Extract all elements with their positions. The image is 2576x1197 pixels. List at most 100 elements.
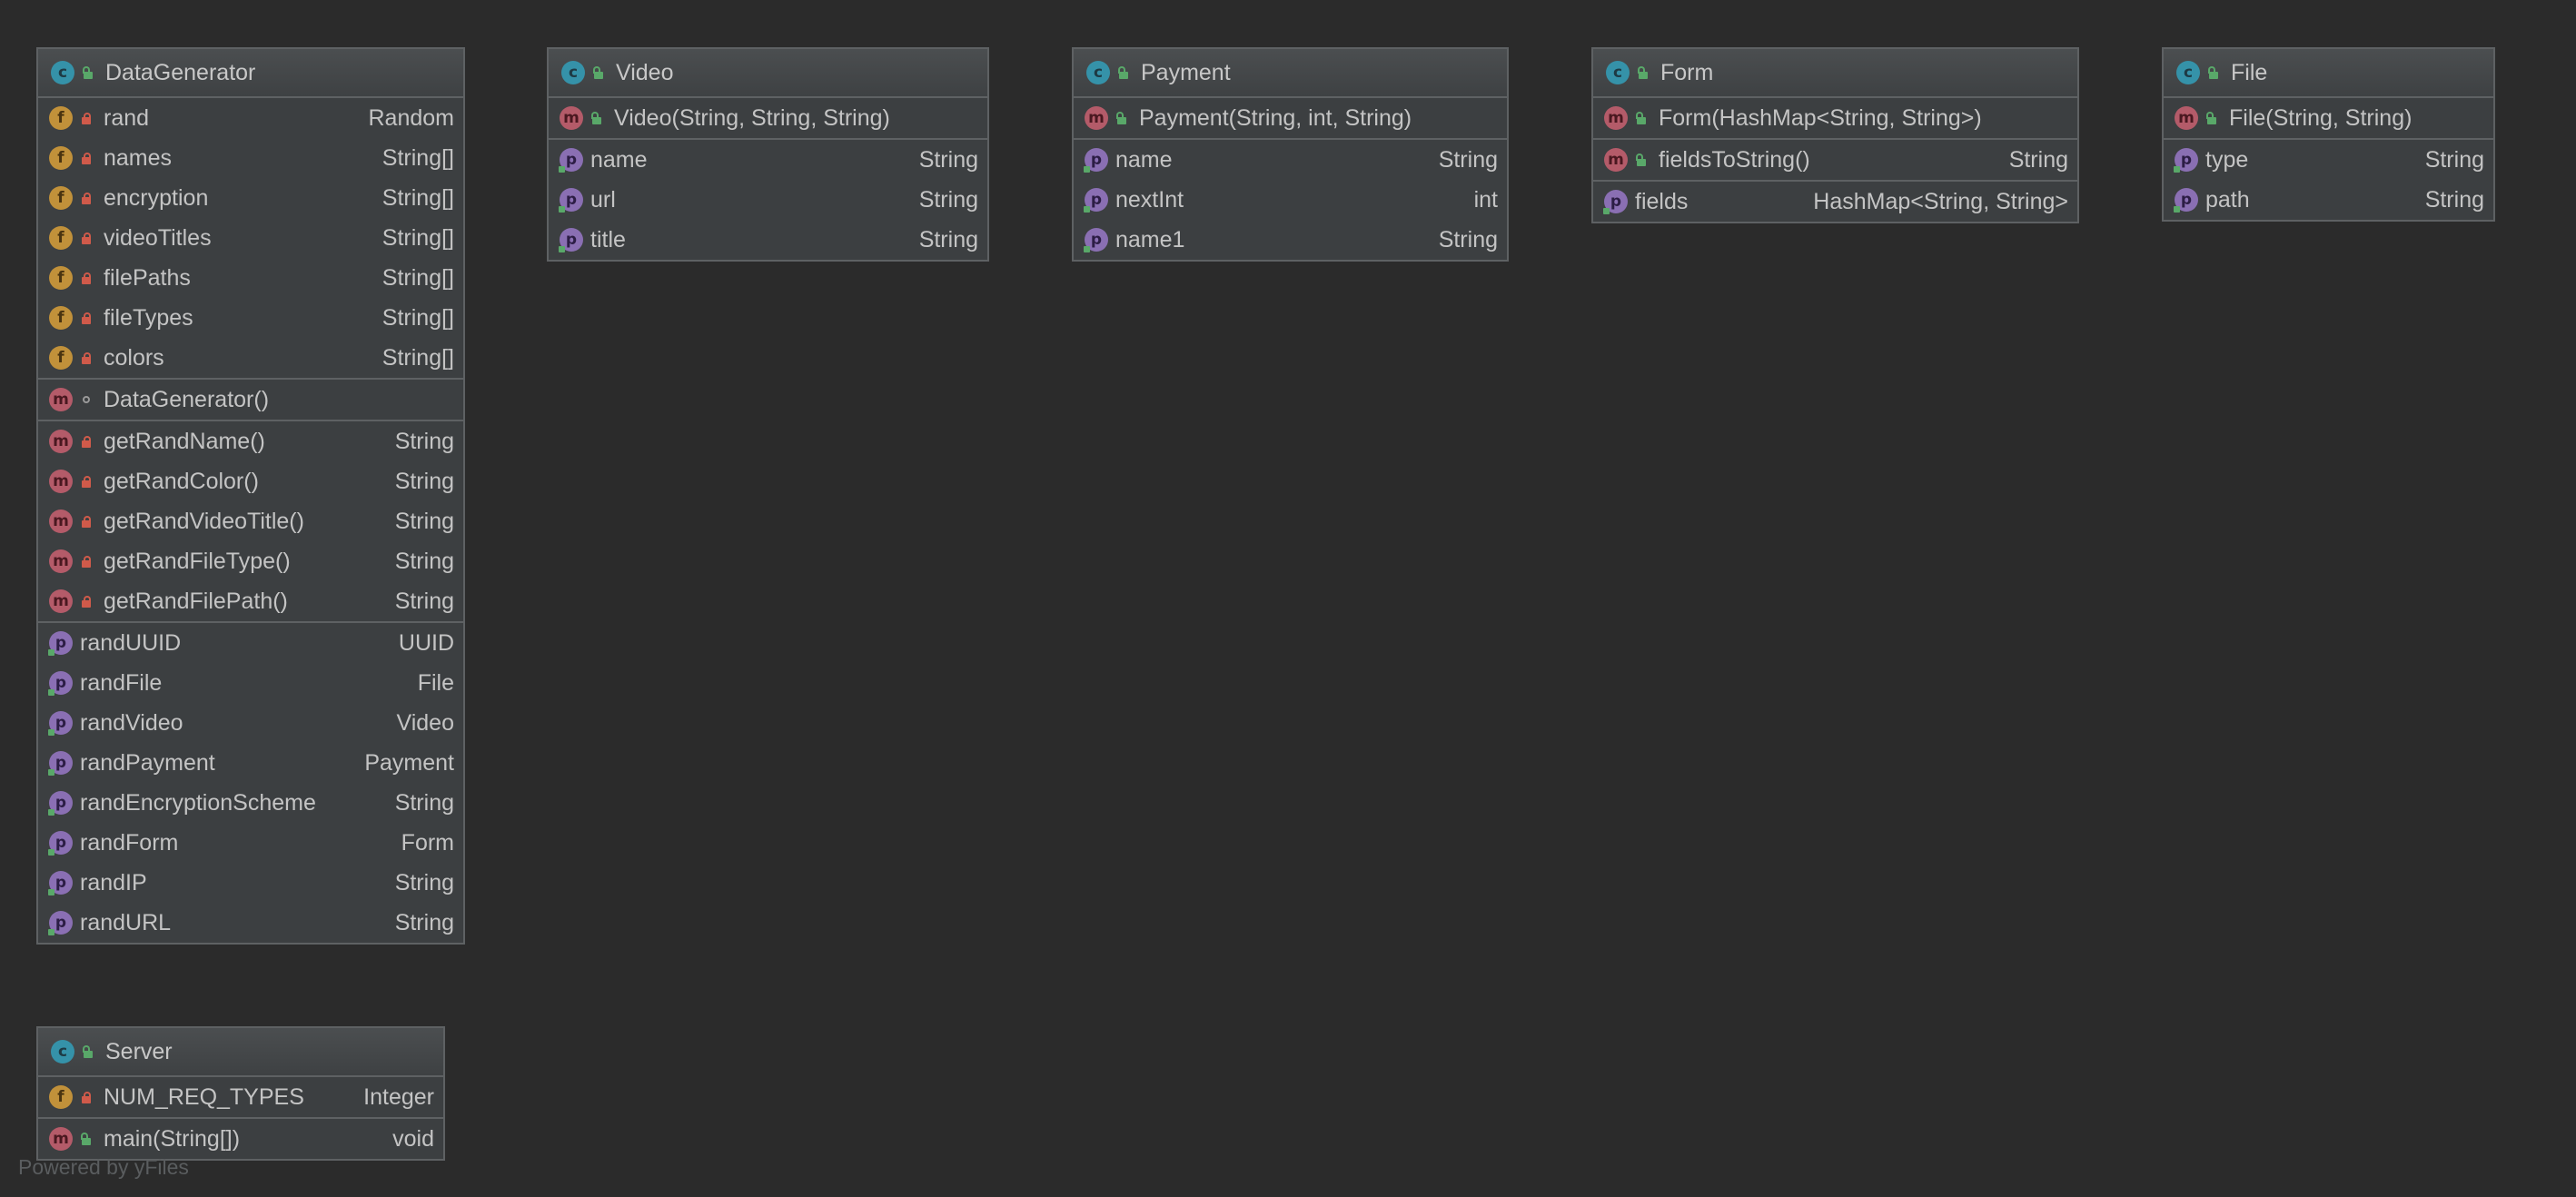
method-name: getRandVideoTitle()	[104, 508, 304, 534]
private-lock-icon	[80, 232, 93, 244]
property-icon: p	[559, 188, 583, 213]
method-return-type: String	[394, 508, 454, 534]
class-icon: c	[51, 1040, 74, 1063]
field-icon: f	[49, 266, 73, 290]
property-icon: p	[48, 831, 73, 856]
private-lock-icon	[80, 515, 93, 528]
property-type: String	[1438, 146, 1498, 173]
class-header: c Payment	[1074, 49, 1507, 98]
class-icon: c	[1606, 61, 1630, 84]
property-row[interactable]: p randURL String	[38, 903, 463, 943]
method-name: getRandFilePath()	[104, 588, 288, 614]
private-lock-icon	[80, 555, 93, 568]
private-lock-icon	[80, 435, 93, 448]
property-name: randURL	[80, 909, 172, 935]
method-icon: m	[49, 549, 73, 573]
property-name: url	[590, 186, 616, 213]
property-name: randPayment	[80, 749, 215, 776]
property-row[interactable]: p name1 String	[1074, 220, 1507, 260]
property-name: randVideo	[80, 709, 183, 736]
property-icon: p	[1084, 228, 1108, 252]
property-name: type	[2205, 146, 2249, 173]
property-type: Video	[396, 709, 455, 736]
property-type: String	[918, 146, 978, 173]
property-icon: p	[48, 791, 73, 816]
property-icon: p	[48, 871, 73, 895]
field-icon: f	[49, 306, 73, 330]
class-header: c Video	[549, 49, 987, 98]
method-name: main(String[])	[104, 1125, 241, 1152]
field-icon: f	[49, 226, 73, 250]
property-name: name1	[1115, 226, 1185, 252]
property-icon: p	[48, 751, 73, 776]
property-icon: p	[48, 911, 73, 935]
property-icon: p	[1084, 188, 1108, 213]
method-return-type: String	[2008, 146, 2068, 173]
method-return-type: String	[394, 588, 454, 614]
method-icon: m	[2175, 106, 2198, 130]
property-type: String	[1438, 226, 1498, 252]
property-name: fields	[1635, 188, 1689, 214]
method-name: fieldsToString()	[1659, 146, 1810, 173]
package-private-icon	[80, 393, 93, 406]
field-name: filePaths	[104, 264, 191, 291]
field-icon: f	[49, 346, 73, 370]
property-type: String	[394, 909, 454, 935]
class-name: File	[2231, 59, 2268, 85]
method-icon: m	[49, 1127, 73, 1151]
public-icon	[2207, 66, 2220, 79]
property-name: randFile	[80, 669, 163, 696]
class-name: Payment	[1141, 59, 1231, 85]
property-name: name	[590, 146, 648, 173]
method-name: getRandColor()	[104, 468, 259, 494]
field-icon: f	[49, 106, 73, 130]
property-name: path	[2205, 186, 2250, 213]
